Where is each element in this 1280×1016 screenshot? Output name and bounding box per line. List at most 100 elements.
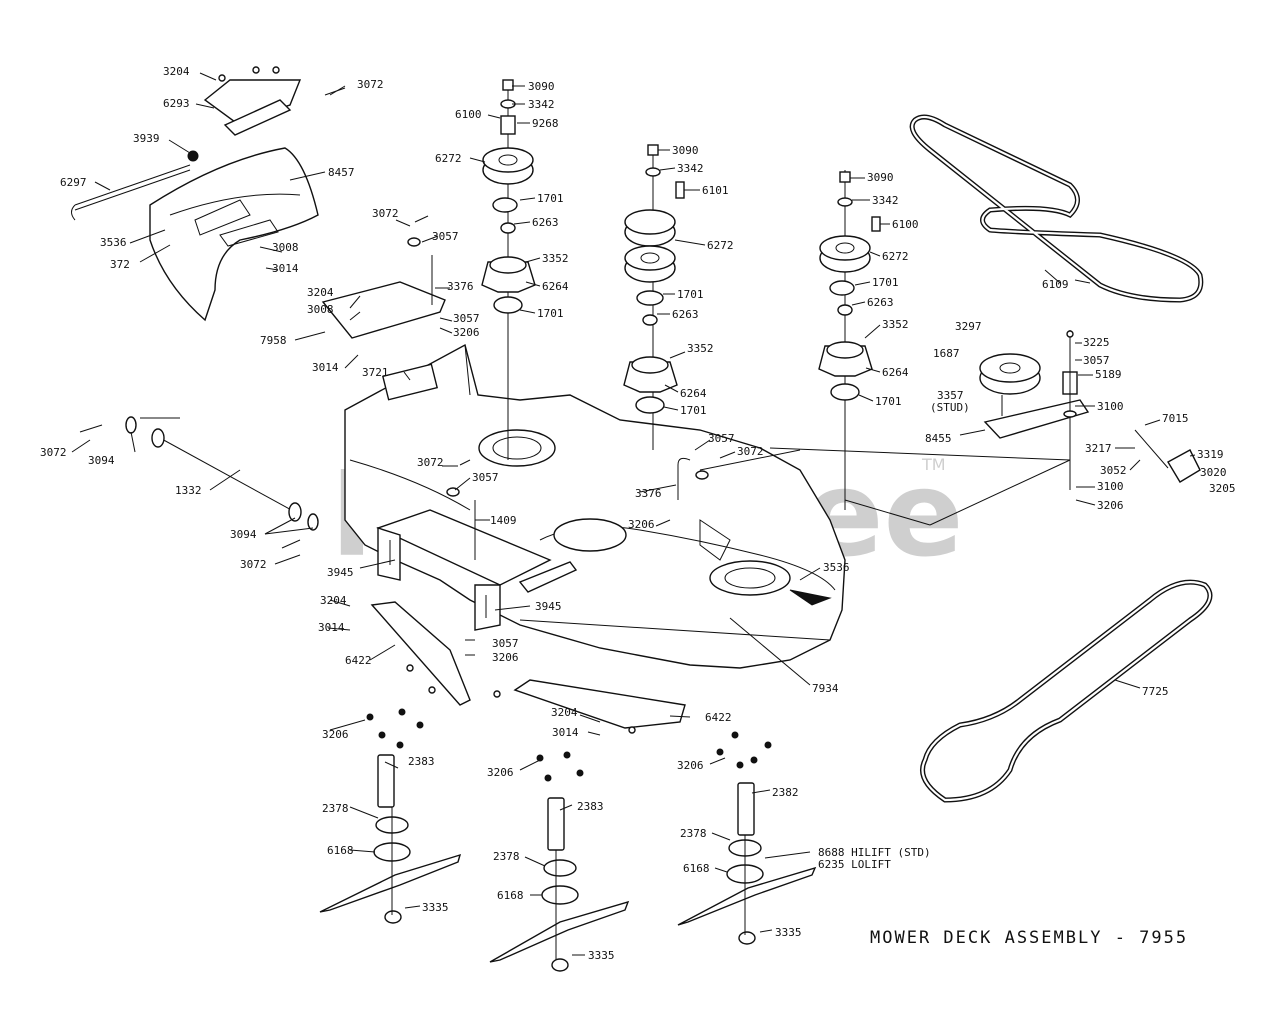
part-label: 9268 <box>532 117 559 130</box>
part-label: 3206 <box>677 759 704 772</box>
part-label: 3206 <box>628 518 655 531</box>
part-label: 3072 <box>417 456 444 469</box>
part-label: 3057 <box>1083 354 1110 367</box>
part-label: 3204 <box>163 65 190 78</box>
part-label: 1332 <box>175 484 202 497</box>
part-label: 3090 <box>672 144 699 157</box>
part-label: 3376 <box>635 487 662 500</box>
part-label: 6168 <box>683 862 710 875</box>
part-label: 3204 <box>551 706 578 719</box>
belt-7725 <box>920 579 1213 803</box>
part-label: 2378 <box>493 850 520 863</box>
rod-1332 <box>79 416 319 549</box>
part-label: 6297 <box>60 176 87 189</box>
part-label: 6101 <box>702 184 729 197</box>
front-bracket <box>376 509 578 631</box>
baffle-center-6422 <box>493 679 686 734</box>
part-label: 3206 <box>322 728 349 741</box>
part-label: 2378 <box>680 827 707 840</box>
spindle-right <box>818 170 881 510</box>
part-label: 3342 <box>872 194 899 207</box>
part-label: 1701 <box>875 395 902 408</box>
bracket-7958 <box>321 215 446 339</box>
part-label: 1701 <box>677 288 704 301</box>
part-label: 3205 <box>1209 482 1236 495</box>
part-label: 1701 <box>680 404 707 417</box>
part-label: 6263 <box>532 216 559 229</box>
idler-assembly <box>699 330 1201 526</box>
part-label: 3014 <box>272 262 299 275</box>
part-label: 3100 <box>1097 400 1124 413</box>
part-label: 3090 <box>528 80 555 93</box>
part-label: 6272 <box>435 152 462 165</box>
part-label: 3072 <box>240 558 267 571</box>
hardware-dots <box>366 708 772 782</box>
part-label: 6109 <box>1042 278 1069 291</box>
part-label: 2382 <box>772 786 799 799</box>
part-label: 8688 HILIFT (STD) <box>818 846 931 859</box>
part-label: 8455 <box>925 432 952 445</box>
part-label: 6264 <box>680 387 707 400</box>
part-label: 7015 <box>1162 412 1189 425</box>
part-label: 3342 <box>677 162 704 175</box>
part-label: 3352 <box>882 318 909 331</box>
part-label: 6272 <box>882 250 909 263</box>
part-label: 3090 <box>867 171 894 184</box>
blade-left <box>319 754 462 924</box>
part-label: 3352 <box>542 252 569 265</box>
part-label: 3335 <box>422 901 449 914</box>
callout-leaders <box>71 72 1196 956</box>
part-label: 2378 <box>322 802 349 815</box>
part-label: 3945 <box>535 600 562 613</box>
part-label: 372 <box>110 258 130 271</box>
part-label: 6263 <box>672 308 699 321</box>
baffle-left-6422 <box>370 601 471 706</box>
part-labels: 3204 3072 6293 3939 6297 8457 3536 372 3… <box>40 65 1236 962</box>
part-label: 1701 <box>872 276 899 289</box>
part-label: 3014 <box>312 361 339 374</box>
part-label: 3204 <box>307 286 334 299</box>
part-label: 6272 <box>707 239 734 252</box>
part-label: 3335 <box>588 949 615 962</box>
part-label: 1701 <box>537 307 564 320</box>
part-label: 6168 <box>497 889 524 902</box>
blade-right <box>677 782 817 945</box>
part-label: 3939 <box>133 132 160 145</box>
part-label: 2383 <box>577 800 604 813</box>
part-label: 7725 <box>1142 685 1169 698</box>
part-label: 6264 <box>542 280 569 293</box>
part-label: 3297 <box>955 320 982 333</box>
part-label: 3020 <box>1200 466 1227 479</box>
part-label: 3352 <box>687 342 714 355</box>
part-label: 1409 <box>490 514 517 527</box>
chute-deflector <box>71 66 346 322</box>
part-label: 3376 <box>447 280 474 293</box>
part-label: 3945 <box>327 566 354 579</box>
part-label: 6263 <box>867 296 894 309</box>
part-label: 3100 <box>1097 480 1124 493</box>
part-label: 3204 <box>320 594 347 607</box>
part-label: 3014 <box>318 621 345 634</box>
part-label: 3052 <box>1100 464 1127 477</box>
part-label: 5189 <box>1095 368 1122 381</box>
part-label: 3225 <box>1083 336 1110 349</box>
part-label: 6264 <box>882 366 909 379</box>
part-label: 8457 <box>328 166 355 179</box>
part-label: 3335 <box>775 926 802 939</box>
part-label: 1701 <box>537 192 564 205</box>
part-label: 6100 <box>892 218 919 231</box>
part-label: (STUD) <box>930 401 970 414</box>
part-label: 3217 <box>1085 442 1112 455</box>
part-label: 3057 <box>432 230 459 243</box>
part-label: 3206 <box>1097 499 1124 512</box>
spindle-center <box>623 144 685 450</box>
part-label: 3319 <box>1197 448 1224 461</box>
part-label: 1687 <box>933 347 960 360</box>
blade-center <box>489 797 630 972</box>
part-label: 3072 <box>737 445 764 458</box>
part-label: 3072 <box>372 207 399 220</box>
deck-rod-3376 <box>446 457 709 560</box>
part-label: 2383 <box>408 755 435 768</box>
part-label: 3008 <box>272 241 299 254</box>
part-label: 3072 <box>40 446 67 459</box>
